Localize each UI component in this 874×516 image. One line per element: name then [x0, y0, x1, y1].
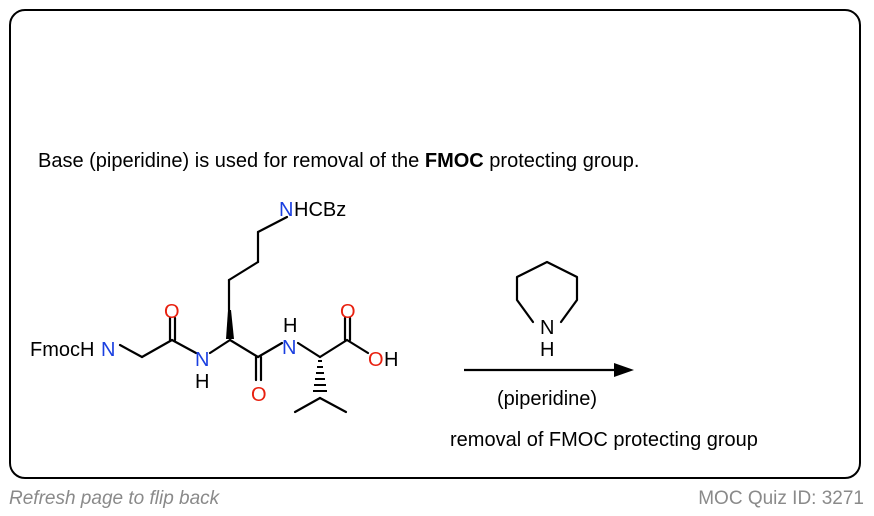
- h-atom-2: H: [195, 371, 209, 393]
- reagent-label: (piperidine): [497, 388, 597, 410]
- wedge-bond: [226, 310, 234, 339]
- n-atom-2: N: [195, 349, 209, 371]
- n-atom-side-chain: N: [279, 199, 293, 221]
- piperidine-h-atom: H: [540, 339, 554, 361]
- o-atom-3: O: [340, 301, 356, 323]
- headline-suffix: protecting group.: [483, 150, 640, 172]
- o-atom-2: O: [251, 384, 267, 406]
- arrowhead: [614, 363, 634, 377]
- piperidine-n-atom: N: [540, 317, 554, 339]
- reaction-description: removal of FMOC protecting group: [450, 429, 758, 451]
- h-atom-3: H: [283, 315, 297, 337]
- o-atom-hydroxyl: O: [368, 349, 384, 371]
- headline: Base (piperidine) is used for removal of…: [38, 150, 639, 173]
- side-chain-suffix: HCBz: [294, 199, 346, 221]
- n-atom-3: N: [282, 337, 296, 359]
- quiz-id: MOC Quiz ID: 3271: [698, 488, 864, 509]
- refresh-hint: Refresh page to flip back: [9, 488, 220, 509]
- fmoc-prefix-label: FmocH: [30, 339, 94, 361]
- headline-prefix: Base (piperidine) is used for removal of…: [38, 150, 425, 172]
- molecule-bonds: [118, 215, 370, 414]
- hash-bond: [313, 360, 327, 392]
- quiz-card[interactable]: [9, 9, 861, 479]
- headline-bold: FMOC: [424, 150, 484, 172]
- piperidine-ring: [515, 260, 579, 324]
- h-atom-hydroxyl: H: [384, 349, 398, 371]
- o-atom-1: O: [164, 301, 180, 323]
- n-atom-1: N: [101, 339, 115, 361]
